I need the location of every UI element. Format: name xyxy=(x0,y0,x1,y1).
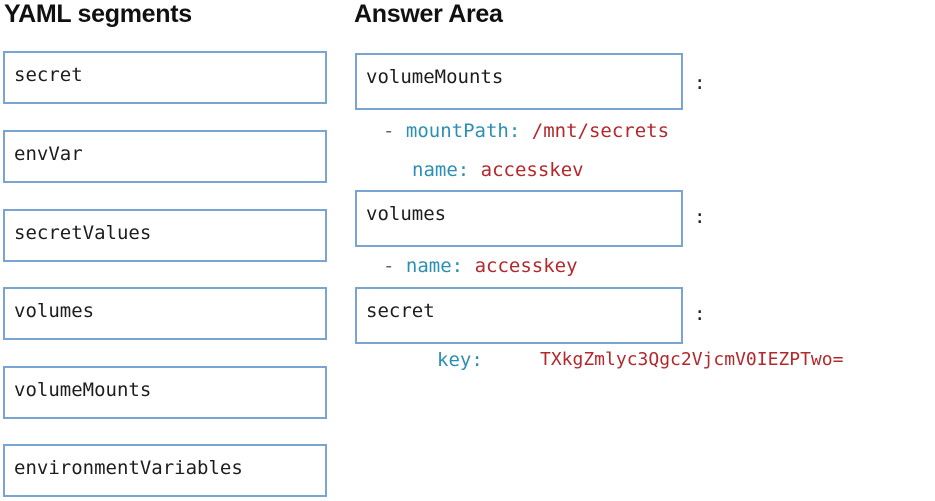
yaml-line-mountpath: - mountPath: /mnt/secrets xyxy=(383,120,669,142)
segment-secretvalues[interactable]: secretValues xyxy=(3,209,327,262)
segment-label: secretValues xyxy=(14,222,152,244)
yaml-dash: - xyxy=(383,255,395,277)
answer-area-heading: Answer Area xyxy=(354,0,503,28)
segment-secret[interactable]: secret xyxy=(3,51,327,104)
segment-label: envVar xyxy=(14,143,83,165)
answer-colon-1: : xyxy=(694,72,706,94)
segment-envvar[interactable]: envVar xyxy=(3,130,327,183)
segment-label: secret xyxy=(14,64,83,86)
yaml-key-name: name: xyxy=(405,255,464,277)
yaml-segments-heading: YAML segments xyxy=(4,0,192,28)
yaml-value-secret-key: TXkgZmlyc3Qgc2VjcmV0IEZPTwo= xyxy=(540,349,844,370)
yaml-line-volume-name: - name: accesskey xyxy=(383,255,578,277)
segment-volumes[interactable]: volumes xyxy=(3,287,327,340)
answer-slot-label: volumes xyxy=(366,203,447,225)
yaml-key-name: name: xyxy=(412,159,470,181)
yaml-key-key: key: xyxy=(437,349,483,371)
yaml-value-name: accesskev xyxy=(480,159,584,181)
segment-label: volumes xyxy=(14,300,95,322)
answer-slot-label: volumeMounts xyxy=(366,66,504,88)
answer-slot-1[interactable]: volumeMounts xyxy=(355,53,683,110)
yaml-value-mountpath: /mnt/secrets xyxy=(531,120,670,142)
answer-slot-3[interactable]: secret xyxy=(355,287,683,344)
segment-label: volumeMounts xyxy=(14,379,152,401)
yaml-line-mount-name: name: accesskev xyxy=(412,159,584,181)
answer-slot-label: secret xyxy=(366,300,435,322)
yaml-value-name: accesskey xyxy=(474,255,578,277)
segment-label: environmentVariables xyxy=(14,457,243,479)
answer-slot-2[interactable]: volumes xyxy=(355,190,683,247)
answer-colon-3: : xyxy=(694,303,706,325)
yaml-key-mountpath: mountPath: xyxy=(405,120,521,142)
yaml-dash: - xyxy=(383,120,395,142)
segment-environmentvariables[interactable]: environmentVariables xyxy=(3,444,327,497)
answer-colon-2: : xyxy=(694,206,706,228)
segment-volumemounts[interactable]: volumeMounts xyxy=(3,366,327,419)
